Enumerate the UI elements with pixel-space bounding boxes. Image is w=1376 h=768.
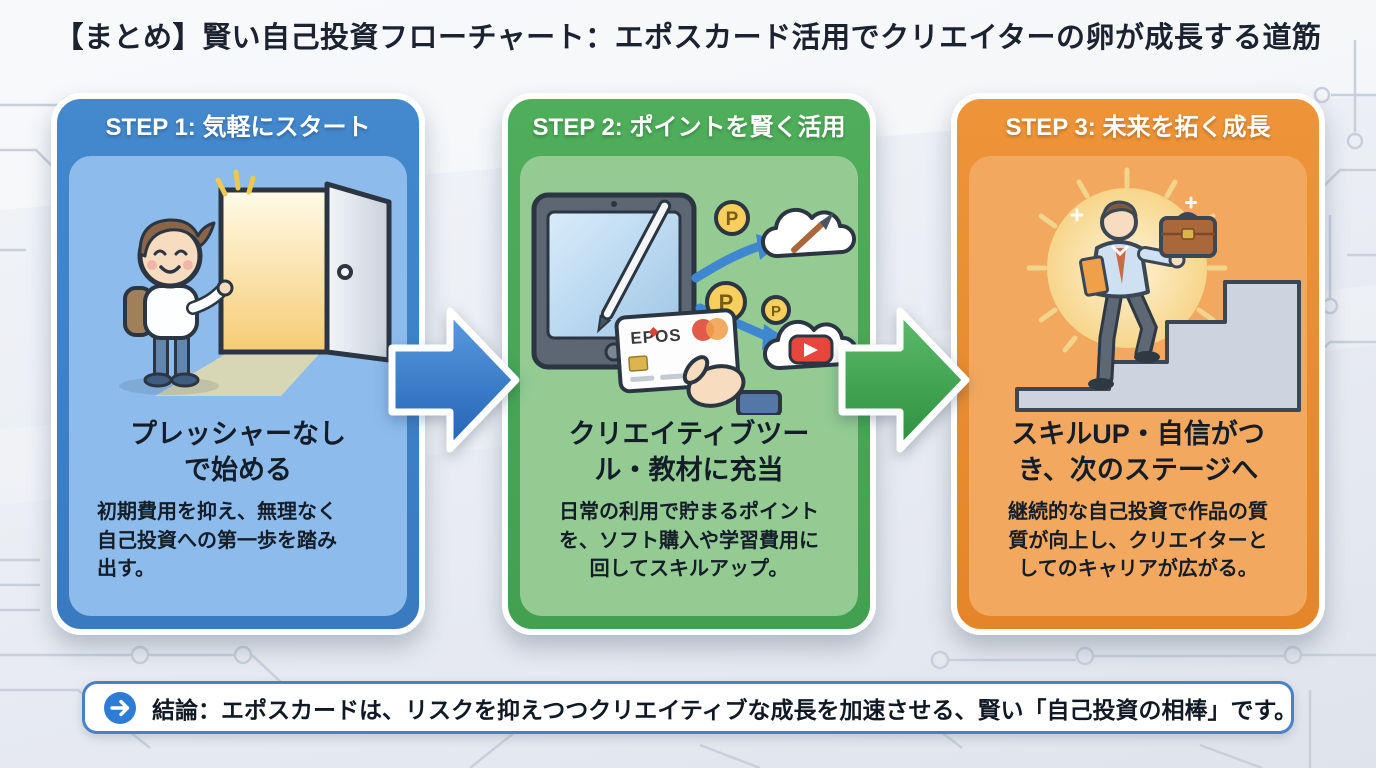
flow-arrow-2 [838,307,970,453]
step-3-panel: スキルUP・自信がつ き、次のステージへ 継続的な自己投資で作品の質 質が向上し… [969,156,1307,616]
boy-character [119,218,234,395]
step-card-1: STEP 1: 気軽にスタート [51,93,425,635]
step-3-description: 継続的な自己投資で作品の質 質が向上し、クリエイターと してのキャリアが広がる。 [1008,501,1268,581]
conclusion-text: 結論：エポスカードは、リスクを抑えつつクリエイティブな成長を加速させる、賢い「自… [152,696,1298,723]
door-frame [218,187,330,355]
businessman [1070,196,1217,390]
light-beam [155,352,321,396]
step-1-header: STEP 1: 気軽にスタート [105,114,371,141]
step-3-header: STEP 3: 未来を拓く成長 [1005,114,1271,141]
step-1-description: 初期費用を抑え、無理なく 自己投資への第一歩を踏み 出す。 [97,501,337,581]
cloud-brush [760,207,856,259]
step-2-heading: クリエイティブツー ル・教材に充当 [568,419,810,485]
step-1-panel: プレッシャーなし で始める 初期費用を抑え、無理なく 自己投資への第一歩を踏み … [69,156,407,616]
svg-text:P: P [726,209,739,230]
hand [682,355,782,415]
orange-folder [1079,255,1109,297]
step-2-header: STEP 2: ポイントを賢く活用 [532,114,846,141]
career-growth-stairs-illustration [1015,167,1301,412]
hair [138,218,216,258]
step-2-panel: P P P EPOS [520,156,858,616]
stairs [1015,280,1301,412]
open-door [324,181,392,363]
conclusion-banner: 結論：エポスカードは、リスクを抑えつつクリエイティブな成長を加速させる、賢い「自… [82,681,1298,734]
boy-opening-door-illustration [119,169,392,396]
step-2-description: 日常の利用で貯まるポイント を、ソフト購入や学習費用に 回してスキルアップ。 [559,501,819,581]
briefcase [1159,212,1217,258]
step-card-2: STEP 2: ポイントを賢く活用 [502,93,876,635]
page-title: 【まとめ】賢い自己投資フローチャート：エポスカード活用でクリエイターの卵が成長す… [54,22,1322,54]
points-to-creative-tools-illustration: P P P EPOS [531,192,858,415]
svg-text:P: P [771,303,781,320]
arrow-right-circle-icon [104,691,136,724]
epos-card-label: EPOS [630,325,682,348]
step-3-heading: スキルUP・自信がつ き、次のステージへ [1011,419,1265,485]
step-1-heading: プレッシャーなし で始める [130,419,346,485]
necktie [1115,248,1126,284]
stylus-pen [597,199,672,334]
flow-arrow-1 [388,307,520,453]
sparkle-marks [215,169,256,197]
step-card-3: STEP 3: 未来を拓く成長 [951,93,1325,635]
